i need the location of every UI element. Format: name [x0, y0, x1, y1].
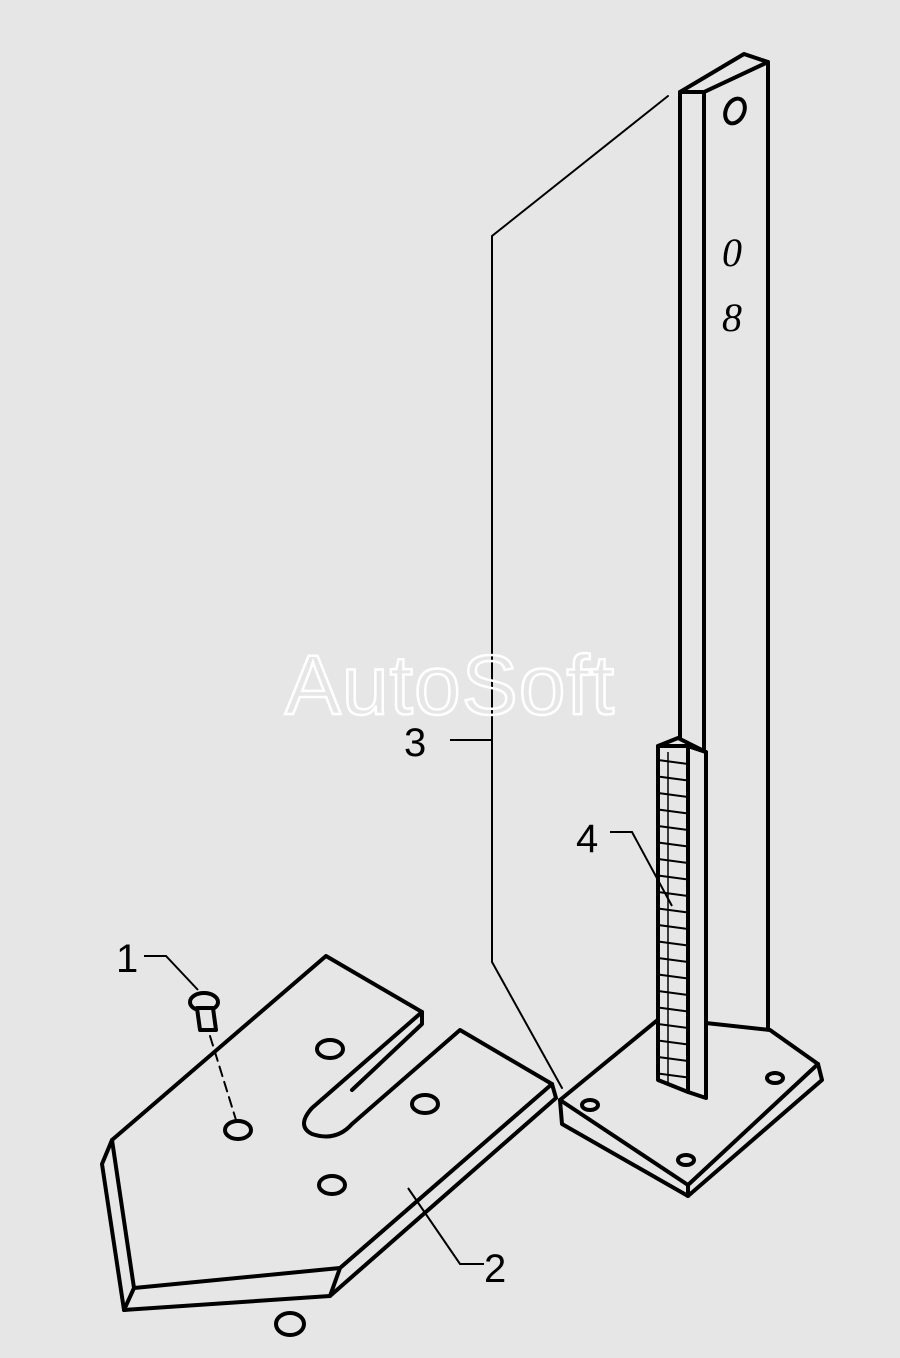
strip-tooth [657, 759, 689, 765]
share-plate [100, 954, 558, 1312]
strip-tooth [657, 808, 689, 815]
strip-tooth [657, 825, 689, 831]
strip-top-face [656, 736, 708, 754]
strip-teeth [657, 752, 689, 1084]
share-plate-top [110, 954, 554, 1290]
callout-1: 1 [116, 937, 199, 991]
callout-3: 3 [404, 721, 492, 765]
strip-tooth [657, 924, 689, 930]
strip-tooth [657, 940, 689, 947]
strip-tooth [657, 874, 689, 881]
callout-label-3: 3 [404, 721, 426, 765]
serrated-strip [656, 736, 708, 1100]
callout-4: 4 [576, 817, 673, 907]
share-hole-3 [223, 1119, 253, 1141]
base-plate-top [558, 1016, 820, 1187]
strip-tooth [657, 973, 689, 980]
blade-outline [491, 95, 669, 1089]
strip-tooth [657, 858, 689, 864]
callout-label-2: 2 [484, 1247, 506, 1291]
strip-tooth [657, 841, 689, 848]
bolt-assembly [188, 991, 306, 1337]
strip-tooth [657, 792, 689, 798]
post-number-marking: 8 [722, 295, 742, 340]
strip-tooth [657, 775, 689, 782]
share-hole-2 [410, 1093, 440, 1115]
strip-tooth [657, 891, 689, 897]
callout-2: 2 [407, 1187, 506, 1291]
strip-tooth [657, 1006, 689, 1013]
share-hole-4 [317, 1174, 347, 1196]
strip-tooth [657, 1056, 689, 1062]
callout-label-1: 1 [116, 937, 138, 981]
post-hole-marking: 0 [722, 230, 742, 275]
strip-tooth [657, 907, 689, 914]
strip-tooth [657, 957, 689, 963]
share-plate-left-edge [100, 1138, 136, 1312]
strip-tooth [657, 990, 689, 996]
base-hole-front [676, 1153, 696, 1167]
strip-tooth [657, 1072, 689, 1079]
share-plate-back-edge [350, 1010, 424, 1092]
base-hole-right [765, 1071, 785, 1085]
callout-label-4: 4 [576, 817, 598, 861]
bolt-shank [195, 1006, 218, 1032]
post-side-face [702, 60, 770, 1092]
strip-tooth [657, 1023, 689, 1029]
post-top-hole [723, 96, 747, 126]
base-hole-left [580, 1098, 600, 1112]
bolt-axis-line [209, 1035, 237, 1121]
post-top-face [678, 52, 770, 94]
nut-under-plate [274, 1311, 306, 1337]
strip-tooth [657, 1039, 689, 1046]
watermark-text: AutoSoft [285, 638, 615, 732]
share-plate-right-edge [328, 1082, 558, 1298]
share-hole-1 [315, 1038, 345, 1060]
strip-side-face [686, 744, 708, 1100]
